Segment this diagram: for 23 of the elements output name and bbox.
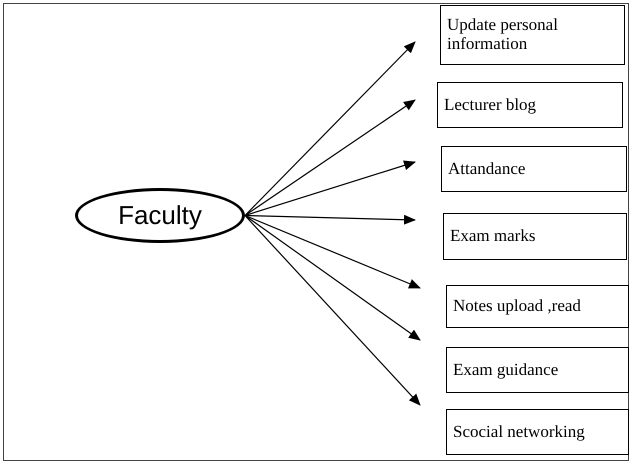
function-box [446, 409, 629, 455]
node-label: Exam marks [450, 227, 536, 246]
arrow [244, 99, 416, 216]
node-label: Attandance [448, 160, 526, 178]
node-label: Scocial networking [453, 422, 585, 442]
node-label: Update personal information [447, 16, 559, 54]
arrow [244, 215, 421, 406]
node-label: Lecturer blog [444, 96, 536, 114]
arrow [244, 214, 416, 225]
arrow [244, 215, 421, 341]
function-box [441, 146, 627, 192]
actor-ellipse [75, 188, 245, 243]
node-label: Exam guidance [453, 360, 558, 380]
function-box [443, 213, 627, 260]
function-box [446, 285, 629, 328]
function-box [446, 347, 629, 393]
arrow [244, 41, 416, 216]
arrow [244, 160, 416, 216]
function-box [440, 5, 625, 65]
function-box [437, 82, 623, 128]
arrow [244, 214, 421, 289]
node-label: Notes upload ,read [453, 297, 581, 316]
node-label: Faculty [118, 200, 202, 231]
